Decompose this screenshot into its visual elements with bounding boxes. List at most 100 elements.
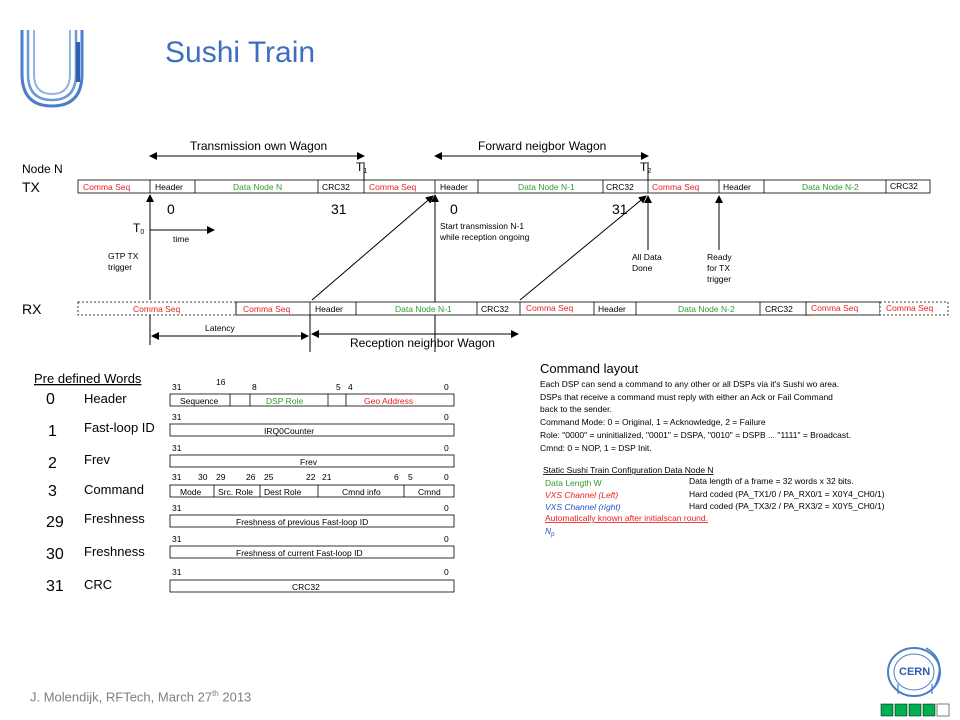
tx-num-31b: 31 xyxy=(612,201,628,217)
predefined-title: Pre defined Words xyxy=(34,371,142,386)
svg-text:0: 0 xyxy=(444,412,449,422)
word-name-2: Frev xyxy=(84,452,111,467)
reception-label: Reception neighbor Wagon xyxy=(350,336,495,350)
svg-text:31: 31 xyxy=(172,472,182,482)
svg-text:26: 26 xyxy=(246,472,256,482)
svg-text:30: 30 xyxy=(198,472,208,482)
svg-text:8: 8 xyxy=(252,382,257,392)
svg-text:CRC32: CRC32 xyxy=(292,582,320,592)
tx-label: TX xyxy=(22,179,41,195)
ready-label-2: for TX xyxy=(707,263,730,273)
svg-text:Command Mode: 0 = Original, 1: Command Mode: 0 = Original, 1 = Acknowle… xyxy=(540,417,766,427)
rx-seg-0: Comma Seq xyxy=(133,304,181,314)
word-name-1: Fast-loop ID xyxy=(84,420,155,435)
svg-text:Freshness of previous Fast-loo: Freshness of previous Fast-loop ID xyxy=(236,517,368,527)
svg-text:Data length of a frame = 32 wo: Data length of a frame = 32 words x 32 b… xyxy=(689,476,854,486)
cern-logo-icon: CERN xyxy=(880,647,950,717)
svg-text:Geo Address: Geo Address xyxy=(364,396,413,406)
fastloop-word-box: 31 0 IRQ0Counter xyxy=(169,412,455,437)
tx-num-0b: 0 xyxy=(450,201,458,217)
tx-seg-9: Header xyxy=(723,182,751,192)
t0-label: T0 xyxy=(133,221,144,236)
svg-text:Hard coded (PA_TX1/0 / PA_RX0/: Hard coded (PA_TX1/0 / PA_RX0/1 = X0Y4_C… xyxy=(689,489,885,499)
gtp-label-2: trigger xyxy=(108,262,132,272)
svg-text:25: 25 xyxy=(264,472,274,482)
tx-row: Comma Seq Header Data Node N CRC32 Comma… xyxy=(77,179,931,194)
header-word-box: 31 16 8 5 4 0 Sequence DSP Role Geo Addr… xyxy=(169,377,455,407)
svg-text:IRQ0Counter: IRQ0Counter xyxy=(264,426,314,436)
svg-text:Sequence: Sequence xyxy=(180,396,219,406)
command-word-box: 31 30 29 26 25 22 21 6 5 0 Mode Src. Rol… xyxy=(169,472,455,498)
svg-text:5: 5 xyxy=(336,382,341,392)
svg-text:Dest Role: Dest Role xyxy=(264,487,302,497)
svg-text:Cmnd info: Cmnd info xyxy=(342,487,381,497)
svg-text:31: 31 xyxy=(172,382,182,392)
word-name-0: Header xyxy=(84,391,127,406)
tx-seg-11: CRC32 xyxy=(890,181,918,191)
svg-text:Np: Np xyxy=(545,526,555,538)
svg-text:31: 31 xyxy=(172,503,182,513)
ready-label-1: Ready xyxy=(707,252,732,262)
ready-label-3: trigger xyxy=(707,274,731,284)
svg-text:31: 31 xyxy=(172,443,182,453)
tx-seg-7: CRC32 xyxy=(606,182,634,192)
tx-seg-4: Comma Seq xyxy=(369,182,417,192)
footer-text: J. Molendijk, RFTech, March 27th 2013 xyxy=(30,689,252,705)
svg-text:6: 6 xyxy=(394,472,399,482)
tx-num-0a: 0 xyxy=(167,201,175,217)
svg-text:VXS Channel (right): VXS Channel (right) xyxy=(545,502,621,512)
svg-text:5: 5 xyxy=(408,472,413,482)
svg-text:0: 0 xyxy=(444,472,449,482)
svg-text:Hard coded (PA_TX3/2 / PA_RX3/: Hard coded (PA_TX3/2 / PA_RX3/2 = X0Y5_C… xyxy=(689,501,885,511)
diag-arrow-2 xyxy=(519,195,647,301)
svg-text:0: 0 xyxy=(444,382,449,392)
freshness30-word-box: 31 0 Freshness of current Fast-loop ID xyxy=(169,534,455,559)
svg-text:31: 31 xyxy=(172,567,182,577)
svg-text:VXS Channel (Left): VXS Channel (Left) xyxy=(545,490,618,500)
svg-text:CERN: CERN xyxy=(899,666,930,678)
word-num-31: 31 xyxy=(46,578,64,595)
word-name-31: CRC xyxy=(84,577,112,592)
svg-text:0: 0 xyxy=(444,567,449,577)
svg-text:Cmnd: Cmnd xyxy=(418,487,441,497)
command-layout-title: Command layout xyxy=(540,361,639,376)
svg-text:4: 4 xyxy=(348,382,353,392)
tx-seg-8: Comma Seq xyxy=(652,182,700,192)
static-config: Static Sushi Train Configuration Data No… xyxy=(543,465,885,538)
svg-text:29: 29 xyxy=(216,472,226,482)
svg-text:back to the sender.: back to the sender. xyxy=(540,404,612,414)
svg-text:DSPs that receive a command mu: DSPs that receive a command must reply w… xyxy=(540,392,833,402)
svg-text:Freshness of current Fast-loop: Freshness of current Fast-loop ID xyxy=(236,548,363,558)
word-num-29: 29 xyxy=(46,514,64,531)
tx-seg-0: Comma Seq xyxy=(83,182,131,192)
all-data-label-2: Done xyxy=(632,263,653,273)
freshness29-word-box: 31 0 Freshness of previous Fast-loop ID xyxy=(169,503,455,528)
svg-text:Cmnd: 0 = NOP, 1 = DSP Init.: Cmnd: 0 = NOP, 1 = DSP Init. xyxy=(540,443,652,453)
svg-text:DSP Role: DSP Role xyxy=(266,396,303,406)
rx-seg-9: Comma Seq xyxy=(811,303,859,313)
command-layout-text: Each DSP can send a command to any other… xyxy=(540,379,851,453)
transmission-own-label: Transmission own Wagon xyxy=(190,139,327,153)
svg-text:0: 0 xyxy=(444,503,449,513)
svg-text:Each DSP can send a command to: Each DSP can send a command to any other… xyxy=(540,379,839,389)
start-tx-label-2: while reception ongoing xyxy=(439,232,530,242)
rx-seg-10: Comma Seq xyxy=(886,303,934,313)
node-label: Node N xyxy=(22,162,63,176)
all-data-label-1: All Data xyxy=(632,252,662,262)
forward-neighbor-label: Forward neigbor Wagon xyxy=(478,139,606,153)
frev-word-box: 31 0 Frev xyxy=(169,443,455,468)
word-num-3: 3 xyxy=(48,483,57,500)
tx-seg-1: Header xyxy=(155,182,183,192)
rx-seg-1: Comma Seq xyxy=(243,304,291,314)
tx-seg-10: Data Node N-2 xyxy=(802,182,859,192)
svg-text:Static Sushi Train Configurati: Static Sushi Train Configuration Data No… xyxy=(543,465,714,475)
rx-seg-4: CRC32 xyxy=(481,304,509,314)
latency-label: Latency xyxy=(205,323,236,333)
rx-seg-8: CRC32 xyxy=(765,304,793,314)
svg-text:Data Length W: Data Length W xyxy=(545,478,602,488)
tx-num-31a: 31 xyxy=(331,201,347,217)
tx-seg-2: Data Node N xyxy=(233,182,282,192)
diag-arrow-1 xyxy=(311,195,434,301)
rx-row: Comma Seq Comma Seq Header Data Node N-1… xyxy=(77,301,949,316)
